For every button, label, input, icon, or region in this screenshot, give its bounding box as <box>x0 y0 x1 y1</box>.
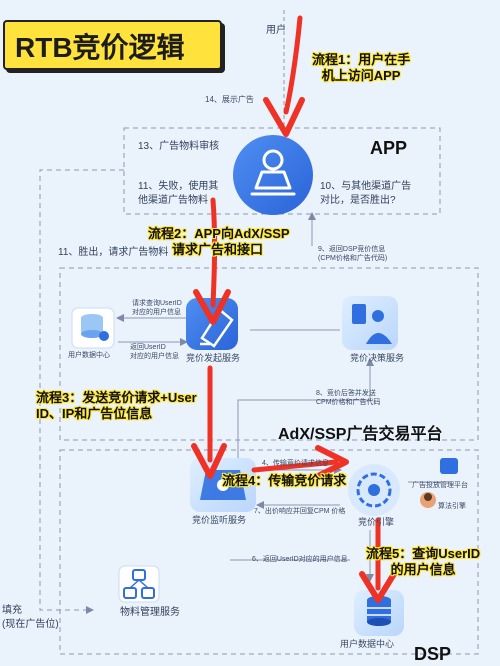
edge-label-9: 9、返回DSP竞价信息(CPM价格和广告代码) <box>318 246 388 262</box>
edge-label-14: 14、展示广告 <box>205 95 254 104</box>
page-title: RTB竞价逻辑 <box>15 32 185 63</box>
title-badge: RTB竞价逻辑 <box>3 20 222 70</box>
bid-decision-label: 竞价决策服务 <box>350 353 405 363</box>
bid-engine-icon <box>348 464 400 516</box>
platform-label: AdX/SSP广告交易平台 <box>278 426 443 443</box>
edge-label-11a: 11、失败，使用其他渠道广告物料 <box>138 181 219 206</box>
edge-label-10: 10、与其他渠道广告对比，是否胜出? <box>320 181 412 206</box>
user-data-center-dsp-icon <box>354 590 404 636</box>
bid-engine-label: 竞价引擎 <box>358 517 395 527</box>
listener-to-decision-line <box>237 358 374 460</box>
callout-step-1: 流程1：用户在手机上访问APP <box>312 52 411 84</box>
ad-delivery-icon <box>440 458 458 474</box>
user-data-center-left-icon <box>71 307 115 349</box>
app-icon <box>233 135 313 215</box>
dsp-region <box>59 449 479 655</box>
flow-arrow-5 <box>359 517 397 603</box>
app-label: APP <box>370 138 408 158</box>
flow-arrow-4 <box>251 445 349 479</box>
user-data-center-dsp-label: 用户数据中心 <box>340 639 395 649</box>
flow-arrow-3 <box>191 365 227 479</box>
bid-listener-label: 竞价监听服务 <box>192 515 247 525</box>
edge-label-7: 7、出价响应并回复CPM 价格 <box>254 508 346 515</box>
material-mgmt-icon <box>118 565 160 603</box>
user-data-center-left-label: 用户数据中心 <box>68 352 110 359</box>
user-label: 用户 <box>266 25 286 36</box>
algo-engine-label: 算法引擎 <box>438 503 466 510</box>
edge-label-13: 13、广告物料审核 <box>138 141 220 152</box>
edge-label-4: 4、传输竞价请求信息 <box>262 460 329 467</box>
adx-region <box>59 267 479 441</box>
dsp-label: DSP <box>414 644 452 664</box>
algo-engine-icon <box>420 492 436 508</box>
flow-arrow-2 <box>193 197 231 325</box>
material-mgmt-label: 物料管理服务 <box>120 607 180 618</box>
bid-decision-icon <box>342 296 398 350</box>
fill-return-line <box>39 169 124 614</box>
edge-label-6: 6、返回UserID对应的用户信息 <box>252 556 348 563</box>
bid-initiate-label: 竞价发起服务 <box>186 353 241 363</box>
edge-label-fill: 填充(现在广告位) <box>2 605 59 630</box>
ad-delivery-label: 广告投放管理平台 <box>412 482 468 489</box>
edge-label-11b: 11、胜出，请求广告物料 <box>58 247 169 258</box>
flow-arrow-1 <box>263 15 305 137</box>
callout-step-4: 流程4：传输竞价请求 <box>222 473 347 488</box>
